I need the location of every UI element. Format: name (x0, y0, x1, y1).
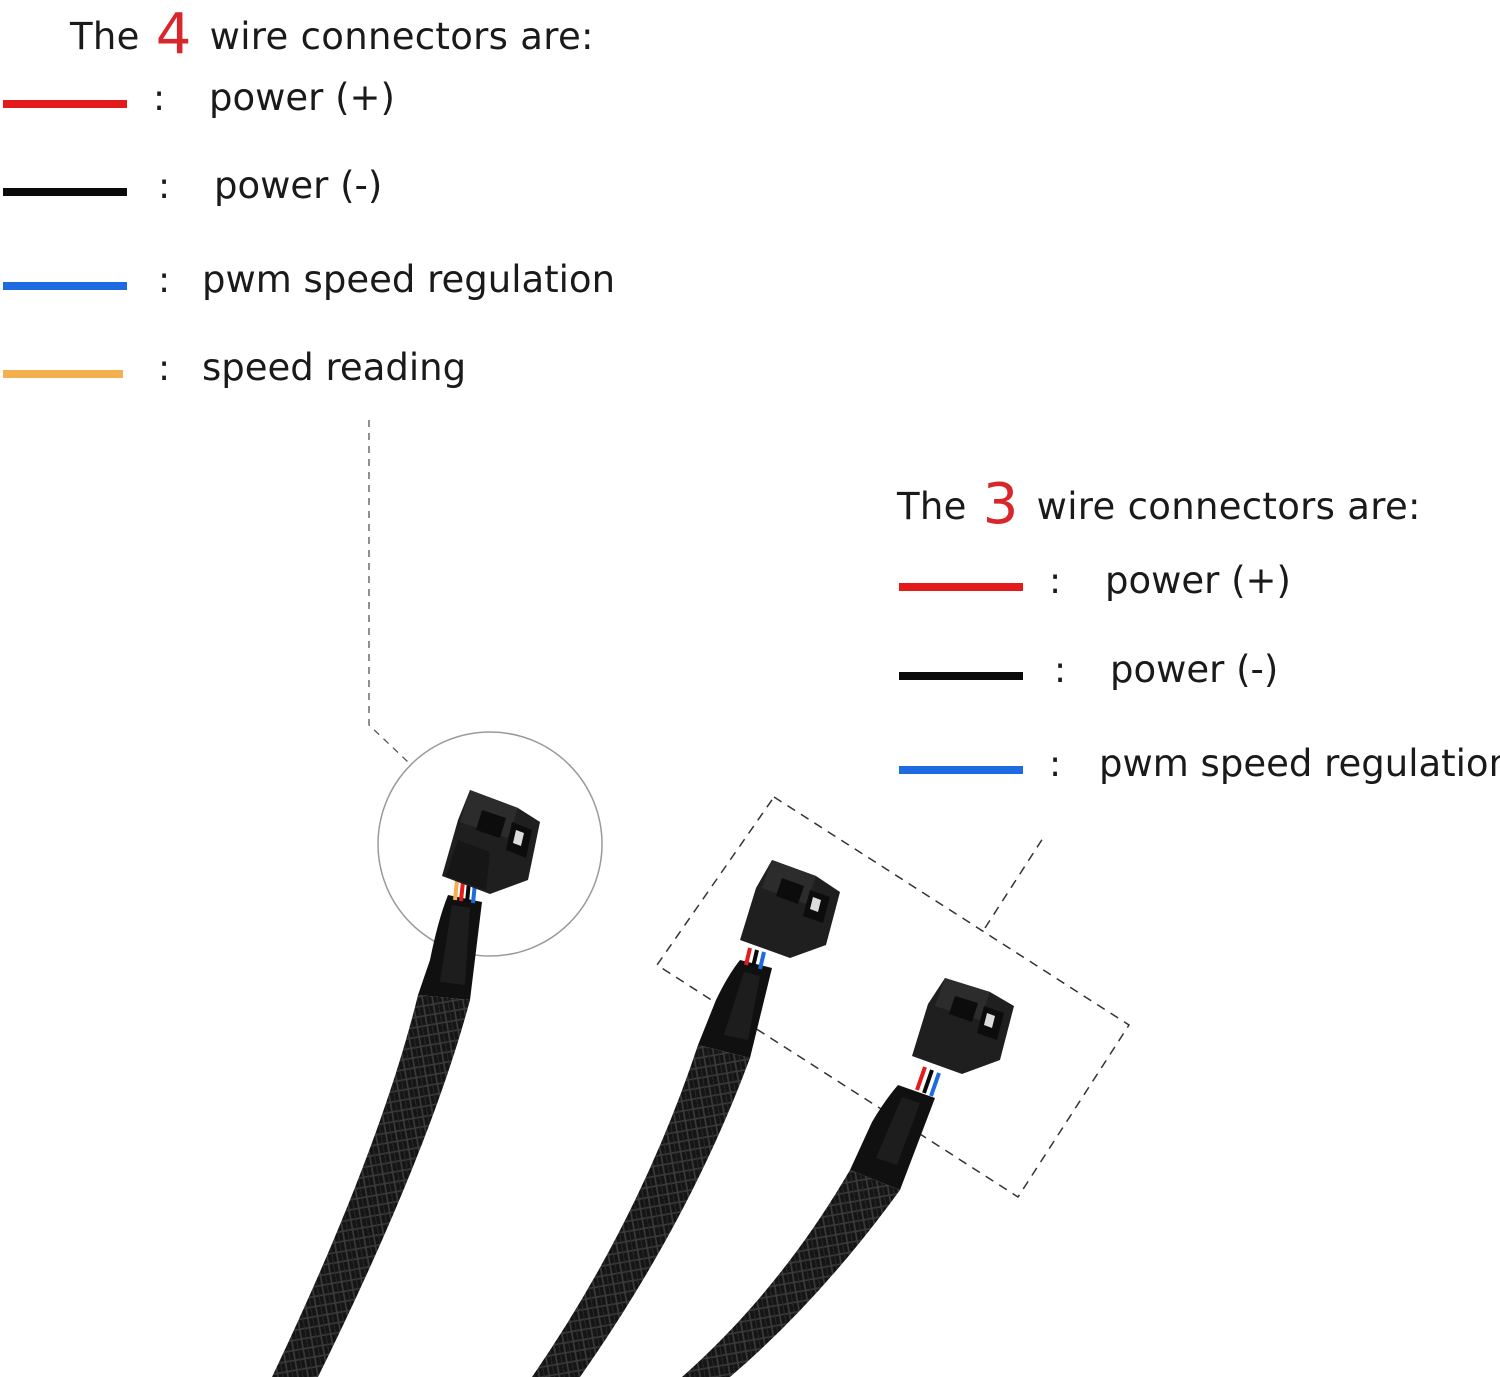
red-wire-swatch (3, 100, 127, 108)
black-wire-swatch (3, 188, 127, 196)
legend-colon: : (158, 348, 171, 389)
legend-colon: : (1054, 650, 1067, 691)
title-number: 3 (982, 472, 1019, 537)
legend-label: power (-) (214, 164, 383, 207)
legend-colon: : (153, 78, 166, 119)
yellow-wire-swatch (3, 370, 123, 378)
four-wire-callout-circle (377, 731, 603, 957)
four-pin-connector (442, 790, 540, 894)
title-prefix: The (70, 15, 140, 58)
legend-label: pwm speed regulation (1099, 742, 1500, 785)
legend-colon: : (1049, 744, 1062, 785)
legend-label: speed reading (202, 346, 467, 389)
three-pin-connector (912, 978, 1014, 1074)
legend-label: power (+) (1105, 559, 1291, 602)
title-number: 4 (155, 2, 192, 67)
braided-sleeve (532, 1045, 750, 1377)
legend-label: power (+) (209, 76, 395, 119)
legend-colon: : (1049, 561, 1062, 602)
black-wire-swatch (899, 672, 1023, 680)
title-suffix: wire connectors are: (1036, 485, 1421, 528)
four-wire-callout-line (368, 420, 409, 763)
braided-sleeve (682, 1170, 900, 1377)
three-pin-connector (740, 860, 840, 958)
braided-sleeve (272, 995, 470, 1377)
four-wire-title: The 4 wire connectors are: (70, 2, 594, 67)
red-wire-swatch (899, 583, 1023, 591)
title-suffix: wire connectors are: (209, 15, 594, 58)
three-wire-title: The 3 wire connectors are: (897, 472, 1421, 537)
three-wire-callout-line (984, 834, 1046, 929)
blue-wire-swatch (899, 766, 1023, 774)
title-prefix: The (897, 485, 967, 528)
legend-label: power (-) (1110, 648, 1279, 691)
legend-label: pwm speed regulation (202, 258, 616, 301)
legend-colon: : (158, 260, 171, 301)
legend-colon: : (158, 166, 171, 207)
three-wire-callout-box (655, 795, 1131, 1199)
blue-wire-swatch (3, 282, 127, 290)
